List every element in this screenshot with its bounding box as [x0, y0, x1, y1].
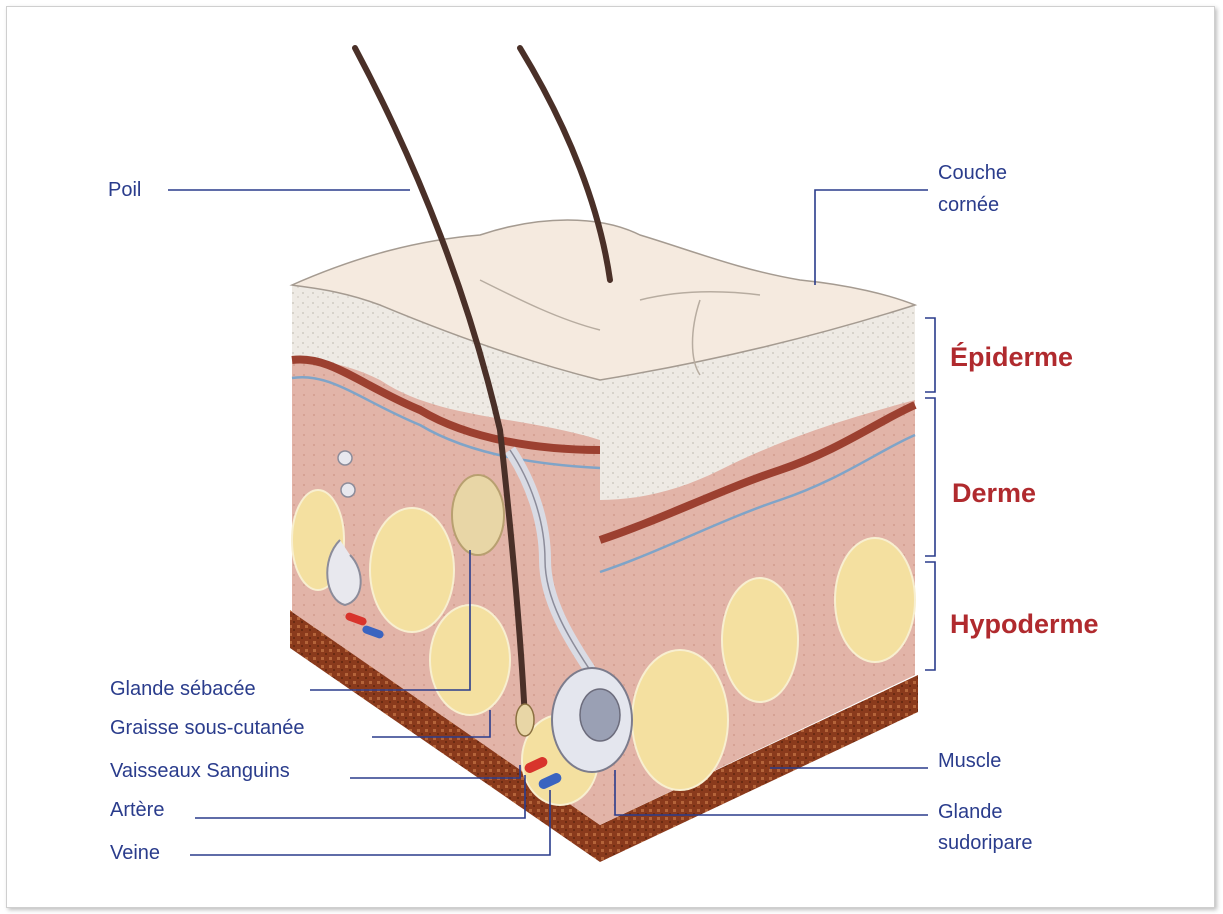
bracket-hypoderme — [925, 562, 935, 670]
layer-label-epiderme: Épiderme — [950, 342, 1073, 373]
label-couche-cornee-line2: cornée — [938, 192, 999, 218]
label-glande-sudoripare-line2: sudoripare — [938, 830, 1033, 856]
label-glande-sudoripare-line1: Glande — [938, 799, 1003, 825]
leader-couche-cornee — [815, 190, 928, 285]
fat-lobule — [722, 578, 798, 702]
label-graisse-sous-cutanee: Graisse sous-cutanée — [110, 715, 305, 741]
fat-lobule — [370, 508, 454, 632]
label-veine: Veine — [110, 840, 160, 866]
label-glande-sebacee: Glande sébacée — [110, 676, 256, 702]
layer-label-derme: Derme — [952, 478, 1036, 509]
label-vaisseaux-sanguins: Vaisseaux Sanguins — [110, 758, 290, 784]
label-artere: Artère — [110, 797, 164, 823]
bracket-derme — [925, 398, 935, 556]
label-poil: Poil — [108, 177, 141, 203]
layer-label-hypoderme: Hypoderme — [950, 609, 1099, 640]
fat-lobule — [835, 538, 915, 662]
sweat-gland-coil-inner — [580, 689, 620, 741]
hair-bulb — [516, 704, 534, 736]
label-couche-cornee-line1: Couche — [938, 160, 1007, 186]
leader-veine — [190, 790, 550, 855]
label-muscle: Muscle — [938, 748, 1001, 774]
sebaceous-gland-shape — [452, 475, 504, 555]
small-gland — [338, 451, 352, 465]
bracket-epiderme — [925, 318, 935, 392]
small-gland — [341, 483, 355, 497]
fat-lobule — [632, 650, 728, 790]
